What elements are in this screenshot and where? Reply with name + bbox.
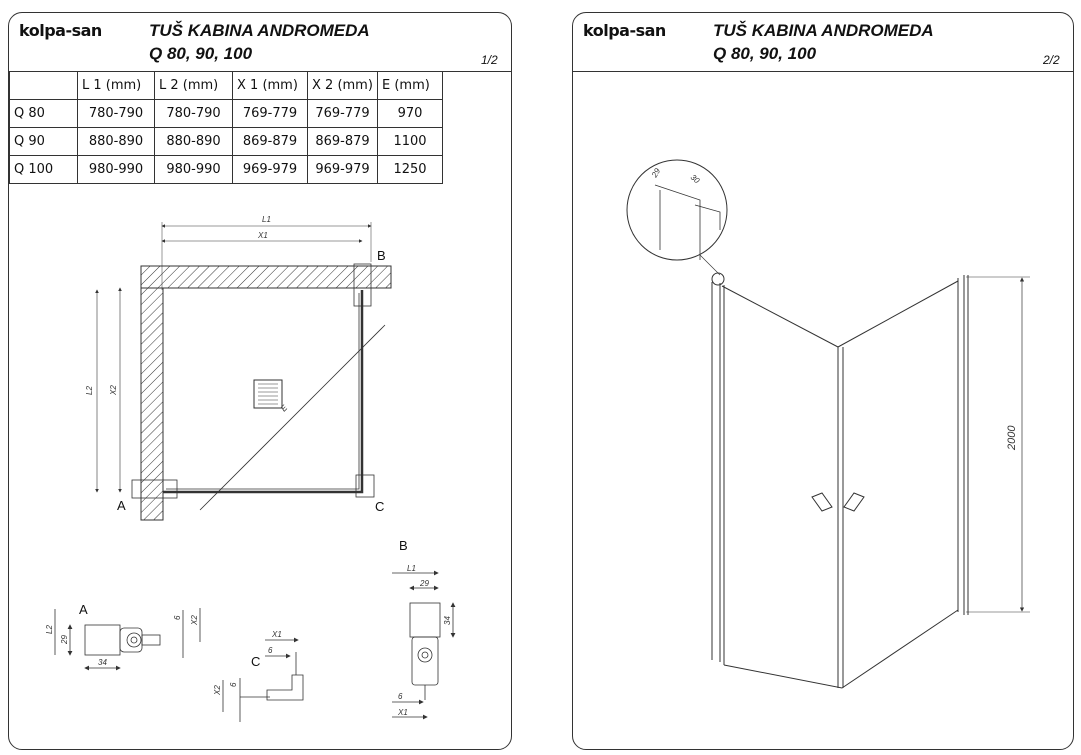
height-dimension: 2000 bbox=[1006, 425, 1018, 451]
page-subtitle: Q 80, 90, 100 bbox=[713, 44, 817, 63]
brand-logo: kolpa-san bbox=[19, 21, 102, 40]
marker-C: C bbox=[375, 499, 384, 514]
table-row: Q 100 980-990 980-990 969-979 969-979 12… bbox=[9, 155, 443, 184]
table-cell: 780-790 bbox=[154, 99, 233, 128]
table-cell: 980-990 bbox=[154, 155, 233, 184]
marker-B: B bbox=[377, 248, 386, 263]
dim-29: 29 bbox=[419, 579, 429, 588]
table-cell: 1250 bbox=[377, 155, 443, 184]
wall-top bbox=[140, 265, 392, 289]
detail-inset bbox=[626, 159, 728, 261]
inset-dim-30: 30 bbox=[689, 173, 702, 186]
detail-A-label: A bbox=[79, 602, 88, 617]
inset-dim-29: 29 bbox=[649, 166, 662, 180]
detail-B bbox=[392, 570, 456, 720]
table-header: X 2 (mm) bbox=[307, 71, 378, 100]
dim-X2: X2 bbox=[213, 685, 222, 696]
dim-29: 29 bbox=[60, 635, 69, 645]
detail-C bbox=[222, 637, 304, 722]
detail-B-label: B bbox=[399, 538, 408, 553]
dim-L2: L2 bbox=[45, 625, 54, 634]
dim-6: 6 bbox=[229, 682, 238, 687]
detail-C-label: C bbox=[251, 654, 260, 669]
table-cell: 880-890 bbox=[154, 127, 233, 156]
dim-L2: L2 bbox=[85, 386, 94, 395]
dim-X1: X1 bbox=[397, 708, 408, 717]
header-divider bbox=[573, 71, 1073, 72]
glass-enclosure bbox=[163, 290, 364, 494]
table-cell: 880-890 bbox=[77, 127, 155, 156]
page-subtitle: Q 80, 90, 100 bbox=[149, 44, 253, 63]
table-cell: 969-979 bbox=[232, 155, 308, 184]
floor-plan bbox=[95, 222, 392, 521]
page-number: 1/2 bbox=[481, 53, 498, 67]
page-title: TUŠ KABINA ANDROMEDA bbox=[713, 21, 934, 40]
table-header: E (mm) bbox=[377, 71, 443, 100]
page-2-sheet: kolpa-san TUŠ KABINA ANDROMEDA Q 80, 90,… bbox=[572, 12, 1074, 750]
table-cell: 970 bbox=[377, 99, 443, 128]
marker-A: A bbox=[117, 498, 126, 513]
dimensions-table: L 1 (mm) L 2 (mm) X 1 (mm) X 2 (mm) E (m… bbox=[9, 71, 443, 184]
table-header-row: L 1 (mm) L 2 (mm) X 1 (mm) X 2 (mm) E (m… bbox=[9, 71, 443, 100]
diagonal-E bbox=[199, 324, 386, 511]
detail-A bbox=[54, 608, 201, 671]
table-header bbox=[9, 71, 78, 100]
table-row: Q 80 780-790 780-790 769-779 769-779 970 bbox=[9, 99, 443, 128]
shower-elevation bbox=[626, 159, 1030, 689]
table-cell: 780-790 bbox=[77, 99, 155, 128]
table-header: L 2 (mm) bbox=[154, 71, 233, 100]
dim-6: 6 bbox=[268, 646, 273, 655]
dim-X2: X2 bbox=[109, 385, 118, 396]
dim-34: 34 bbox=[98, 658, 107, 667]
table-cell: Q 80 bbox=[9, 99, 78, 128]
dim-34: 34 bbox=[443, 616, 452, 625]
drain-icon bbox=[253, 379, 283, 409]
brand-logo: kolpa-san bbox=[583, 21, 666, 40]
dim-E: E bbox=[279, 403, 290, 414]
table-row: Q 90 880-890 880-890 869-879 869-879 110… bbox=[9, 127, 443, 156]
dim-X1: X1 bbox=[257, 231, 268, 240]
dim-L1: L1 bbox=[407, 564, 416, 573]
table-cell: 980-990 bbox=[77, 155, 155, 184]
wall-left bbox=[140, 287, 164, 521]
page-1-sheet: kolpa-san TUŠ KABINA ANDROMEDA Q 80, 90,… bbox=[8, 12, 512, 750]
table-header: X 1 (mm) bbox=[232, 71, 308, 100]
dim-L1: L1 bbox=[262, 215, 271, 224]
table-cell: Q 100 bbox=[9, 155, 78, 184]
dim-X1: X1 bbox=[271, 630, 282, 639]
dim-6: 6 bbox=[173, 615, 182, 620]
table-cell: 769-779 bbox=[232, 99, 308, 128]
page-title: TUŠ KABINA ANDROMEDA bbox=[149, 21, 370, 40]
dim-6: 6 bbox=[398, 692, 403, 701]
page-number: 2/2 bbox=[1043, 53, 1060, 67]
dim-X2: X2 bbox=[190, 615, 199, 626]
table-cell: Q 90 bbox=[9, 127, 78, 156]
